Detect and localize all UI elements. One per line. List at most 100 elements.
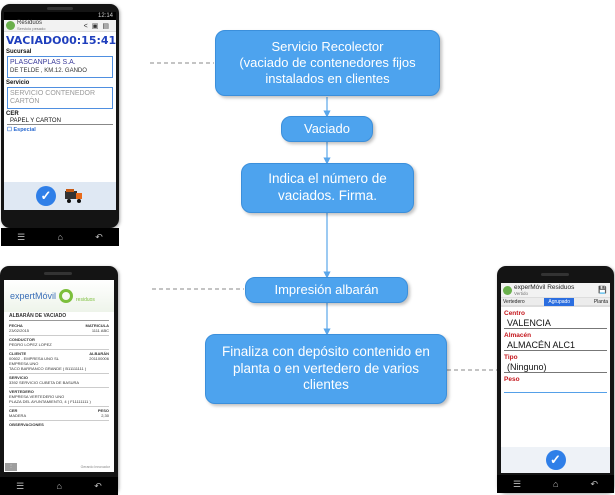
- conductor-value: PEDRO LOPEZ LOPEZ: [9, 342, 52, 347]
- status-bar: 12:14: [4, 12, 116, 20]
- phone1-screen: 12:14 Residuos Servicio pesado <▣▤ VACIA…: [4, 12, 116, 210]
- centro-select[interactable]: VALENCIA: [504, 318, 607, 329]
- doc-footer: Gerardo Innovador: [80, 465, 110, 469]
- conductor-label: CONDUCTOR: [9, 335, 109, 342]
- albaran-label: ALBARÁN: [89, 351, 109, 356]
- home-icon[interactable]: ⌂: [57, 232, 63, 242]
- doc-title: ALBARÁN DE VACIADO: [9, 314, 109, 321]
- save-icon[interactable]: 💾: [598, 287, 607, 294]
- recycle-logo-icon: [6, 21, 15, 30]
- app-subtitle: Vertido: [514, 291, 529, 296]
- matricula-label: MATRICULA: [85, 323, 109, 328]
- phone2-screen: expertMóvil residuos ALBARÁN DE VACIADO …: [4, 280, 114, 472]
- vertedero-label: VERTEDERO: [9, 387, 109, 394]
- home-icon[interactable]: ⌂: [56, 481, 62, 491]
- share-icon[interactable]: <: [83, 22, 92, 30]
- home-icon[interactable]: ⌂: [553, 479, 559, 489]
- servicio-value: 3392 SERVICIO CUBETA DE BASURA: [9, 380, 80, 385]
- tab-bar: Vertedero Agrupado Planta: [501, 297, 610, 307]
- cliente-line3: TACO BARRANCO GRANDE ( B11111111 ): [9, 366, 87, 371]
- especial-label: Especial: [13, 127, 36, 133]
- brand-suffix: residuos: [76, 297, 95, 303]
- menu-icon[interactable]: ☰: [16, 480, 25, 491]
- cer-label: CER: [9, 408, 18, 413]
- tipo-label: Tipo: [504, 354, 518, 361]
- servicio-label: SERVICIO: [9, 373, 109, 380]
- cliente-label: CLIENTE: [9, 351, 27, 356]
- app-header: Residuos Servicio pesado <▣▤: [4, 20, 116, 32]
- almacen-select[interactable]: ALMACÉN ALC1: [504, 340, 607, 351]
- back-icon[interactable]: ↶: [95, 231, 103, 242]
- flow-step-vaciado: Vaciado: [281, 116, 373, 142]
- cliente-line2: EMPRESA UNO: [9, 361, 39, 366]
- app-header: experMóvil Residuos Vertido 💾: [501, 283, 610, 298]
- truck-icon[interactable]: [64, 188, 84, 204]
- sucursal-field[interactable]: PLASCANPLAS S.A. DE TELDE , KM.12. GANDO: [7, 56, 113, 78]
- timer: 00:15:41: [61, 34, 116, 47]
- cer-label: CER: [6, 111, 19, 117]
- android-nav-bar: ☰ ⌂ ↶: [497, 475, 614, 493]
- header-actions: <▣▤: [84, 22, 116, 30]
- especial-checkbox[interactable]: ☐ Especial: [7, 127, 36, 133]
- fecha-value: 23/02/2015: [9, 328, 30, 333]
- android-nav-bar: ☰ ⌂ ↶: [0, 477, 118, 495]
- albaran-document: ALBARÁN DE VACIADO FECHA MATRICULA 23/02/…: [4, 312, 114, 429]
- flow-step-servicio-recolector: Servicio Recolector (vaciado de contened…: [215, 30, 440, 96]
- recycle-logo-icon: [59, 289, 74, 303]
- action-bar: ✓: [4, 182, 116, 210]
- almacen-label: Almacén: [504, 332, 532, 339]
- flow-step-impresion-albaran: Impresión albarán: [245, 277, 408, 303]
- copy-icon[interactable]: ▣: [91, 22, 103, 30]
- app-title: Residuos: [17, 20, 43, 26]
- back-icon[interactable]: ↶: [94, 480, 102, 491]
- sucursal-line1: PLASCANPLAS S.A.: [10, 59, 76, 66]
- brand-name: expertMóvil: [10, 291, 57, 301]
- check-icon[interactable]: ✓: [36, 186, 56, 206]
- albaran-value: 201100006: [89, 356, 109, 361]
- app-title: experMóvil Residuos: [514, 284, 575, 291]
- peso-label: PESO: [97, 408, 109, 413]
- peso-input[interactable]: [504, 385, 607, 393]
- mode-title: VACIADO: [6, 34, 62, 47]
- phone-vaciado-screen: 12:14 Residuos Servicio pesado <▣▤ VACIA…: [1, 4, 119, 246]
- matricula-value: 1111 ABC: [91, 328, 109, 333]
- document-icon[interactable]: ▤: [102, 22, 113, 30]
- sucursal-label: Sucursal: [6, 49, 32, 55]
- android-nav-bar: ☰ ⌂ ↶: [1, 228, 119, 246]
- flow-step-numero-vaciados: Indica el número de vaciados. Firma.: [241, 163, 414, 213]
- phone-speaker: [541, 273, 569, 276]
- menu-icon[interactable]: ☰: [512, 478, 522, 489]
- vertedero-value: EMPRESA VERTEDERO UNO: [9, 394, 65, 399]
- status-time: 12:14: [97, 13, 113, 19]
- tab-vertedero[interactable]: Vertedero: [503, 298, 525, 305]
- fecha-label: FECHA: [9, 323, 23, 328]
- back-icon[interactable]: ↶: [590, 478, 598, 489]
- overflow-icon[interactable]: ⋮: [5, 463, 17, 471]
- recycle-logo-icon: [503, 285, 512, 295]
- cer-value: MADERA: [9, 413, 27, 418]
- phone-speaker: [44, 272, 72, 275]
- app-subtitle: Servicio pesado: [17, 26, 46, 31]
- check-icon[interactable]: ✓: [545, 450, 566, 470]
- phone-speaker: [47, 7, 73, 10]
- servicio-field[interactable]: SERVICIO CONTENEDOR CARTÓN: [7, 87, 113, 109]
- observaciones-label: OBSERVACIONES: [9, 420, 109, 427]
- centro-label: Centro: [504, 310, 525, 317]
- peso-label: Peso: [504, 376, 520, 383]
- tab-planta[interactable]: Planta: [593, 298, 608, 305]
- menu-icon[interactable]: ☰: [17, 231, 26, 242]
- brand-header: expertMóvil residuos: [4, 280, 114, 312]
- phone-vertido-screen: experMóvil Residuos Vertido 💾 Vertedero …: [497, 266, 614, 493]
- tab-agrupado[interactable]: Agrupado: [544, 297, 575, 306]
- vertedero-line2: PLAZA DEL AYUNTAMIENTO, 4 ( F11111111 ): [9, 399, 91, 404]
- action-bar: ✓: [501, 447, 610, 473]
- cer-select[interactable]: PAPEL Y CARTON: [7, 118, 113, 125]
- peso-value: 2,30: [101, 413, 109, 418]
- servicio-label: Servicio: [6, 80, 30, 86]
- sucursal-line2: DE TELDE , KM.12. GANDO: [10, 68, 87, 74]
- cliente-value: 00602 - EMPRESA UNO SL: [9, 356, 60, 361]
- phone3-screen: experMóvil Residuos Vertido 💾 Vertedero …: [501, 283, 610, 473]
- flow-step-finaliza-deposito: Finaliza con depósito contenido en plant…: [205, 334, 447, 404]
- phone-albaran-screen: expertMóvil residuos ALBARÁN DE VACIADO …: [0, 266, 118, 495]
- tipo-select[interactable]: (Ninguno): [504, 362, 607, 373]
